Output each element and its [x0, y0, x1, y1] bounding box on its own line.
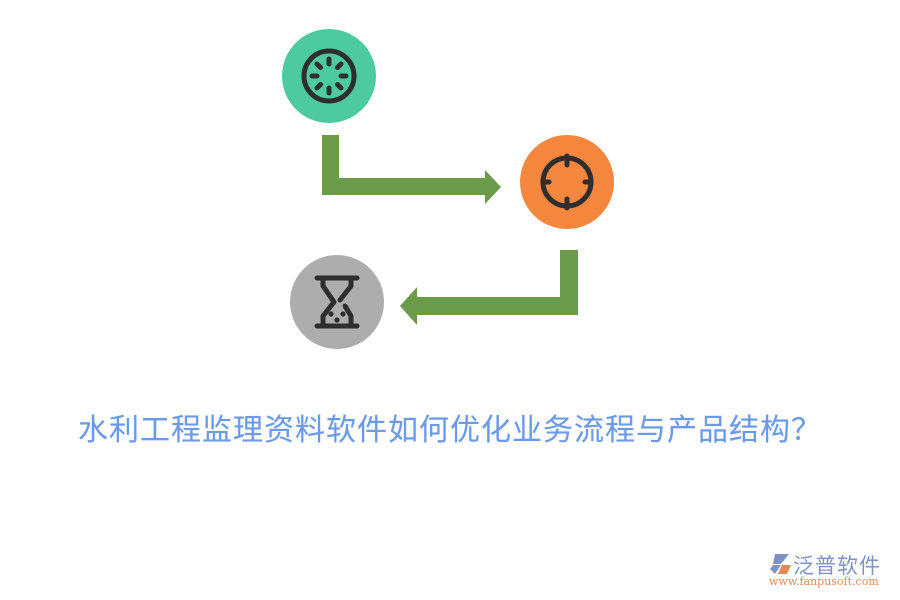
brand-url: www.fanpusoft.com [769, 575, 879, 588]
hourglass-node [290, 255, 384, 349]
brand-logo: 泛普软件 www.fanpusoft.com [765, 550, 895, 590]
page-title: 水利工程监理资料软件如何优化业务流程与产品结构？ [78, 413, 822, 448]
loading-node [282, 29, 376, 123]
brand-name: 泛普软件 [793, 554, 881, 578]
hourglass-icon [314, 275, 360, 329]
crosshair-icon [540, 153, 594, 211]
fanpu-logo-icon [770, 554, 791, 574]
target-node [520, 135, 614, 229]
arrow-target-to-hourglass [400, 250, 578, 325]
loading-spinner-icon [301, 48, 357, 104]
arrow-loading-to-target [322, 135, 501, 204]
